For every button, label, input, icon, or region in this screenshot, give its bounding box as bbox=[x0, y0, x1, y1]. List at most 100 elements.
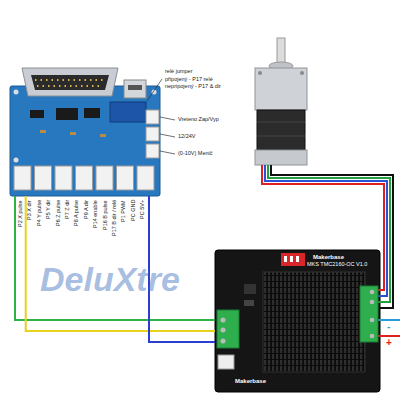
pin-label: P17 B dir / relé bbox=[112, 200, 118, 236]
driver-terminals bbox=[221, 339, 226, 344]
pin-label: P3 X dir bbox=[27, 200, 33, 220]
signal-terminal-blocks bbox=[137, 166, 154, 190]
chips bbox=[30, 110, 44, 118]
signal-terminal-blocks bbox=[14, 166, 31, 190]
stepper-motor bbox=[257, 122, 305, 123]
db25-connector bbox=[37, 85, 103, 87]
pin-label: P14 enable bbox=[93, 200, 99, 228]
pin-label: P1 PWM bbox=[121, 200, 127, 222]
motor-wires bbox=[262, 165, 384, 290]
signal-wire bbox=[26, 196, 215, 331]
leader-lines bbox=[160, 151, 175, 154]
annotation: relé jumper bbox=[165, 69, 193, 75]
pin-label: P16 B pulse bbox=[103, 200, 109, 230]
driver-pcb bbox=[215, 250, 380, 392]
power-terminal-blocks bbox=[146, 110, 159, 158]
db25-connector bbox=[31, 75, 109, 90]
stepper-motor bbox=[257, 110, 305, 150]
driver-pcb bbox=[290, 256, 293, 262]
annotation: (0-10V) Menič bbox=[178, 151, 213, 157]
brand-name: Makerbase bbox=[313, 254, 344, 260]
driver-terminals bbox=[360, 286, 378, 342]
board-model: MKS TMC2160-OC V1.0 bbox=[307, 262, 367, 268]
power-terminal-blocks bbox=[146, 110, 159, 124]
driver-terminals bbox=[217, 286, 378, 348]
signal-terminal-blocks bbox=[14, 166, 154, 190]
driver-pcb bbox=[218, 355, 234, 369]
driver-terminals bbox=[370, 334, 375, 339]
stepper-motor bbox=[258, 71, 262, 75]
breakout-board-pcb bbox=[10, 86, 160, 196]
breakout-board: P2 X pulseP3 X dirP4 Y pulseP5 Y dirP6 Z… bbox=[10, 86, 160, 196]
chips bbox=[56, 108, 78, 120]
signal-terminal-blocks bbox=[117, 166, 134, 190]
driver-pcb bbox=[244, 300, 254, 306]
chips bbox=[100, 134, 106, 137]
annotation: 12/24V bbox=[178, 134, 195, 140]
db25-connector bbox=[22, 68, 118, 96]
leader-lines bbox=[147, 79, 175, 154]
signal-terminal-blocks bbox=[35, 166, 52, 190]
breakout-board-pcb bbox=[10, 86, 160, 196]
chips bbox=[30, 108, 106, 137]
driver-terminals bbox=[221, 328, 226, 333]
chips bbox=[40, 130, 46, 133]
pin-label: P7 Z dir bbox=[65, 200, 71, 219]
pin-label: P8 A pulse bbox=[74, 200, 80, 226]
pin-label: P2 X pulse bbox=[18, 200, 24, 227]
polarity-sign: - bbox=[387, 322, 390, 332]
pin-label: PC GND bbox=[131, 200, 137, 221]
leader-lines bbox=[147, 79, 162, 101]
usb-port bbox=[124, 80, 146, 98]
driver-terminals bbox=[370, 290, 375, 295]
signal-terminal-blocks bbox=[96, 166, 113, 190]
stepper-motor bbox=[255, 38, 307, 165]
leader-lines bbox=[160, 117, 175, 120]
pin-label: P6 Z pulse bbox=[56, 200, 62, 226]
chips bbox=[70, 132, 76, 135]
power-terminal-blocks bbox=[146, 144, 159, 158]
signal-terminal-blocks bbox=[55, 166, 72, 190]
driver-terminals bbox=[370, 318, 375, 323]
driver-pcb bbox=[263, 272, 365, 372]
driver-pcb bbox=[244, 284, 256, 294]
motor-wires bbox=[265, 165, 387, 296]
driver-board: MakerbaseMKS TMC2160-OC V1.0Makerbase bbox=[215, 250, 380, 392]
pin-label: P5 Y dir bbox=[46, 200, 52, 219]
db25-connector bbox=[35, 79, 105, 81]
motor-wires bbox=[268, 165, 390, 302]
driver-pcb bbox=[296, 256, 299, 262]
driver-pcb bbox=[215, 250, 380, 392]
relay bbox=[110, 102, 146, 122]
relay bbox=[110, 102, 146, 122]
driver-terminals bbox=[217, 310, 239, 348]
annotation: Vreteno Zap/Vyp bbox=[178, 117, 219, 123]
polarity-sign: + bbox=[386, 338, 392, 348]
stepper-motor bbox=[255, 150, 307, 165]
pin-label: PC 5V+ bbox=[140, 200, 146, 219]
pin-label: P9 A dir bbox=[84, 200, 90, 219]
brand-name: Makerbase bbox=[235, 378, 266, 384]
signal-wire bbox=[15, 196, 215, 320]
stepper-motor bbox=[255, 68, 307, 110]
driver-pcb bbox=[281, 253, 305, 266]
chips bbox=[84, 108, 100, 118]
usb-port bbox=[128, 85, 142, 90]
usb-port bbox=[124, 80, 146, 98]
leader-lines bbox=[160, 134, 175, 137]
pin-label: P4 Y pulse bbox=[37, 200, 43, 226]
stepper-motor bbox=[300, 71, 304, 75]
power-terminal-blocks bbox=[146, 127, 159, 141]
annotation: připojený - P17 relé bbox=[165, 77, 213, 83]
signal-terminal-blocks bbox=[76, 166, 93, 190]
db25-connector bbox=[22, 68, 118, 96]
watermark: DeluXtre bbox=[40, 262, 180, 296]
annotation: nepripojený - P17 & dir bbox=[165, 84, 221, 90]
breakout-board-pcb bbox=[14, 158, 19, 163]
driver-terminals bbox=[370, 300, 375, 305]
breakout-board-pcb bbox=[14, 90, 19, 95]
driver-pcb bbox=[284, 256, 287, 262]
stepper-motor bbox=[257, 136, 305, 137]
driver-terminals bbox=[221, 318, 226, 323]
